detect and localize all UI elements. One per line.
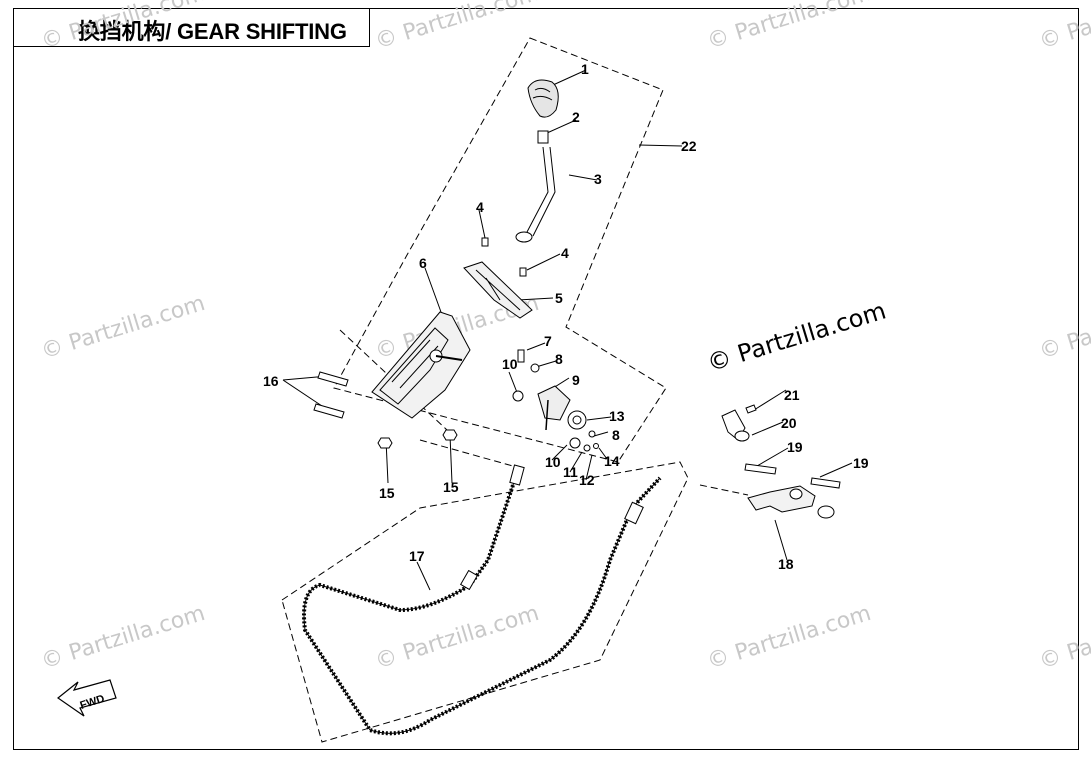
washer [583,444,591,452]
washer [593,443,599,449]
callout-10: 10 [545,454,561,470]
callout-4: 4 [561,245,569,261]
title-box [13,8,370,47]
shift-lever-rod [526,146,556,237]
leader-line [282,69,853,591]
callout-7: 7 [544,333,552,349]
diagram-frame [13,8,1079,750]
nut [569,437,581,449]
callout-20: 20 [781,415,797,431]
callout-17: 17 [409,548,425,564]
callout-8: 8 [612,427,620,443]
callout-14: 14 [604,453,620,469]
leader-line [339,329,749,496]
washer [588,430,596,438]
callout-16: 16 [263,373,279,389]
cable-outline [281,461,689,743]
long-bolt [317,371,349,387]
shift-knob [527,79,559,118]
callout-1: 1 [581,61,589,77]
callout-19: 19 [853,455,869,471]
callout-15: 15 [443,479,459,495]
nut [377,437,393,449]
callout-9: 9 [572,372,580,388]
bolt [744,463,777,475]
callout-10: 10 [502,356,518,372]
callout-11: 11 [563,464,578,480]
washer [530,363,540,373]
callout-4: 4 [476,199,484,215]
fwd-arrow [56,679,117,717]
callout-6: 6 [419,255,427,271]
callout-5: 5 [555,290,563,306]
callout-15: 15 [379,485,395,501]
callout-12: 12 [579,472,595,488]
callout-8: 8 [555,351,563,367]
nut [442,429,458,441]
assembly-outline [333,37,667,463]
callout-13: 13 [609,408,625,424]
shift-arm [537,385,571,421]
diagram-title: 换挡机构/ GEAR SHIFTING [78,19,347,44]
bolt [745,404,757,414]
gear-plate [567,410,587,430]
callout-21: 21 [784,387,800,403]
bolt [481,237,489,247]
bolt [517,349,525,363]
callout-2: 2 [572,109,580,125]
knob-collar [537,130,549,144]
long-bolt [313,403,345,419]
nut [512,390,524,402]
shift-pedal [747,485,816,513]
bolt [810,477,841,489]
callout-22: 22 [681,138,697,154]
callout-3: 3 [594,171,602,187]
callout-18: 18 [778,556,794,572]
bolt [519,267,527,277]
callout-19: 19 [787,439,803,455]
